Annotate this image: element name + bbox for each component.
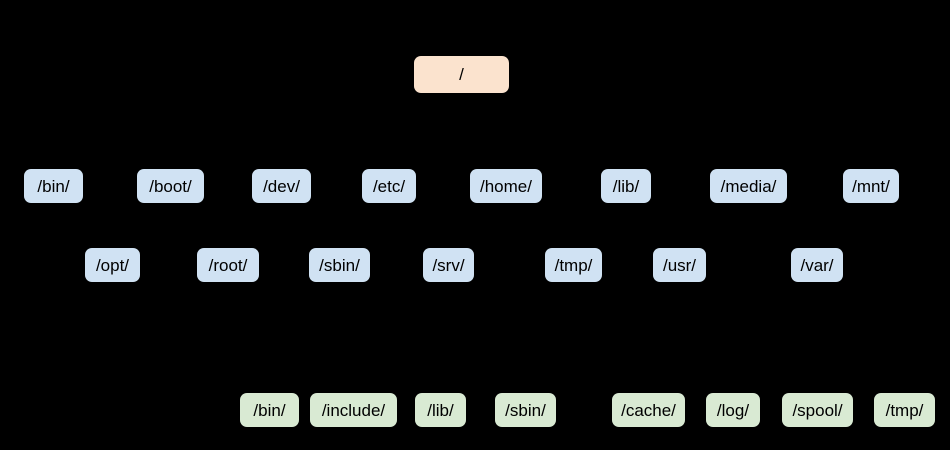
directory-node[interactable]: /tmp/ [545, 248, 602, 282]
directory-node[interactable]: /tmp/ [874, 393, 935, 427]
directory-node[interactable]: /mnt/ [843, 169, 899, 203]
directory-node[interactable]: /bin/ [24, 169, 83, 203]
directory-node[interactable]: /usr/ [653, 248, 706, 282]
directory-node[interactable]: /cache/ [612, 393, 685, 427]
directory-node[interactable]: /log/ [706, 393, 760, 427]
directory-node[interactable]: /include/ [310, 393, 397, 427]
directory-node[interactable]: /sbin/ [495, 393, 556, 427]
directory-node[interactable]: /dev/ [252, 169, 311, 203]
directory-node[interactable]: /sbin/ [309, 248, 370, 282]
directory-node[interactable]: /home/ [470, 169, 542, 203]
directory-node[interactable]: /spool/ [782, 393, 853, 427]
directory-node[interactable]: /etc/ [362, 169, 416, 203]
directory-node[interactable]: /lib/ [415, 393, 466, 427]
directory-node[interactable]: /lib/ [601, 169, 651, 203]
directory-node[interactable]: /boot/ [137, 169, 204, 203]
directory-node[interactable]: / [414, 56, 509, 93]
directory-node[interactable]: /var/ [791, 248, 843, 282]
directory-node[interactable]: /media/ [710, 169, 787, 203]
directory-node[interactable]: /root/ [197, 248, 259, 282]
directory-node[interactable]: /bin/ [240, 393, 299, 427]
directory-node[interactable]: /opt/ [85, 248, 140, 282]
directory-node[interactable]: /srv/ [423, 248, 474, 282]
